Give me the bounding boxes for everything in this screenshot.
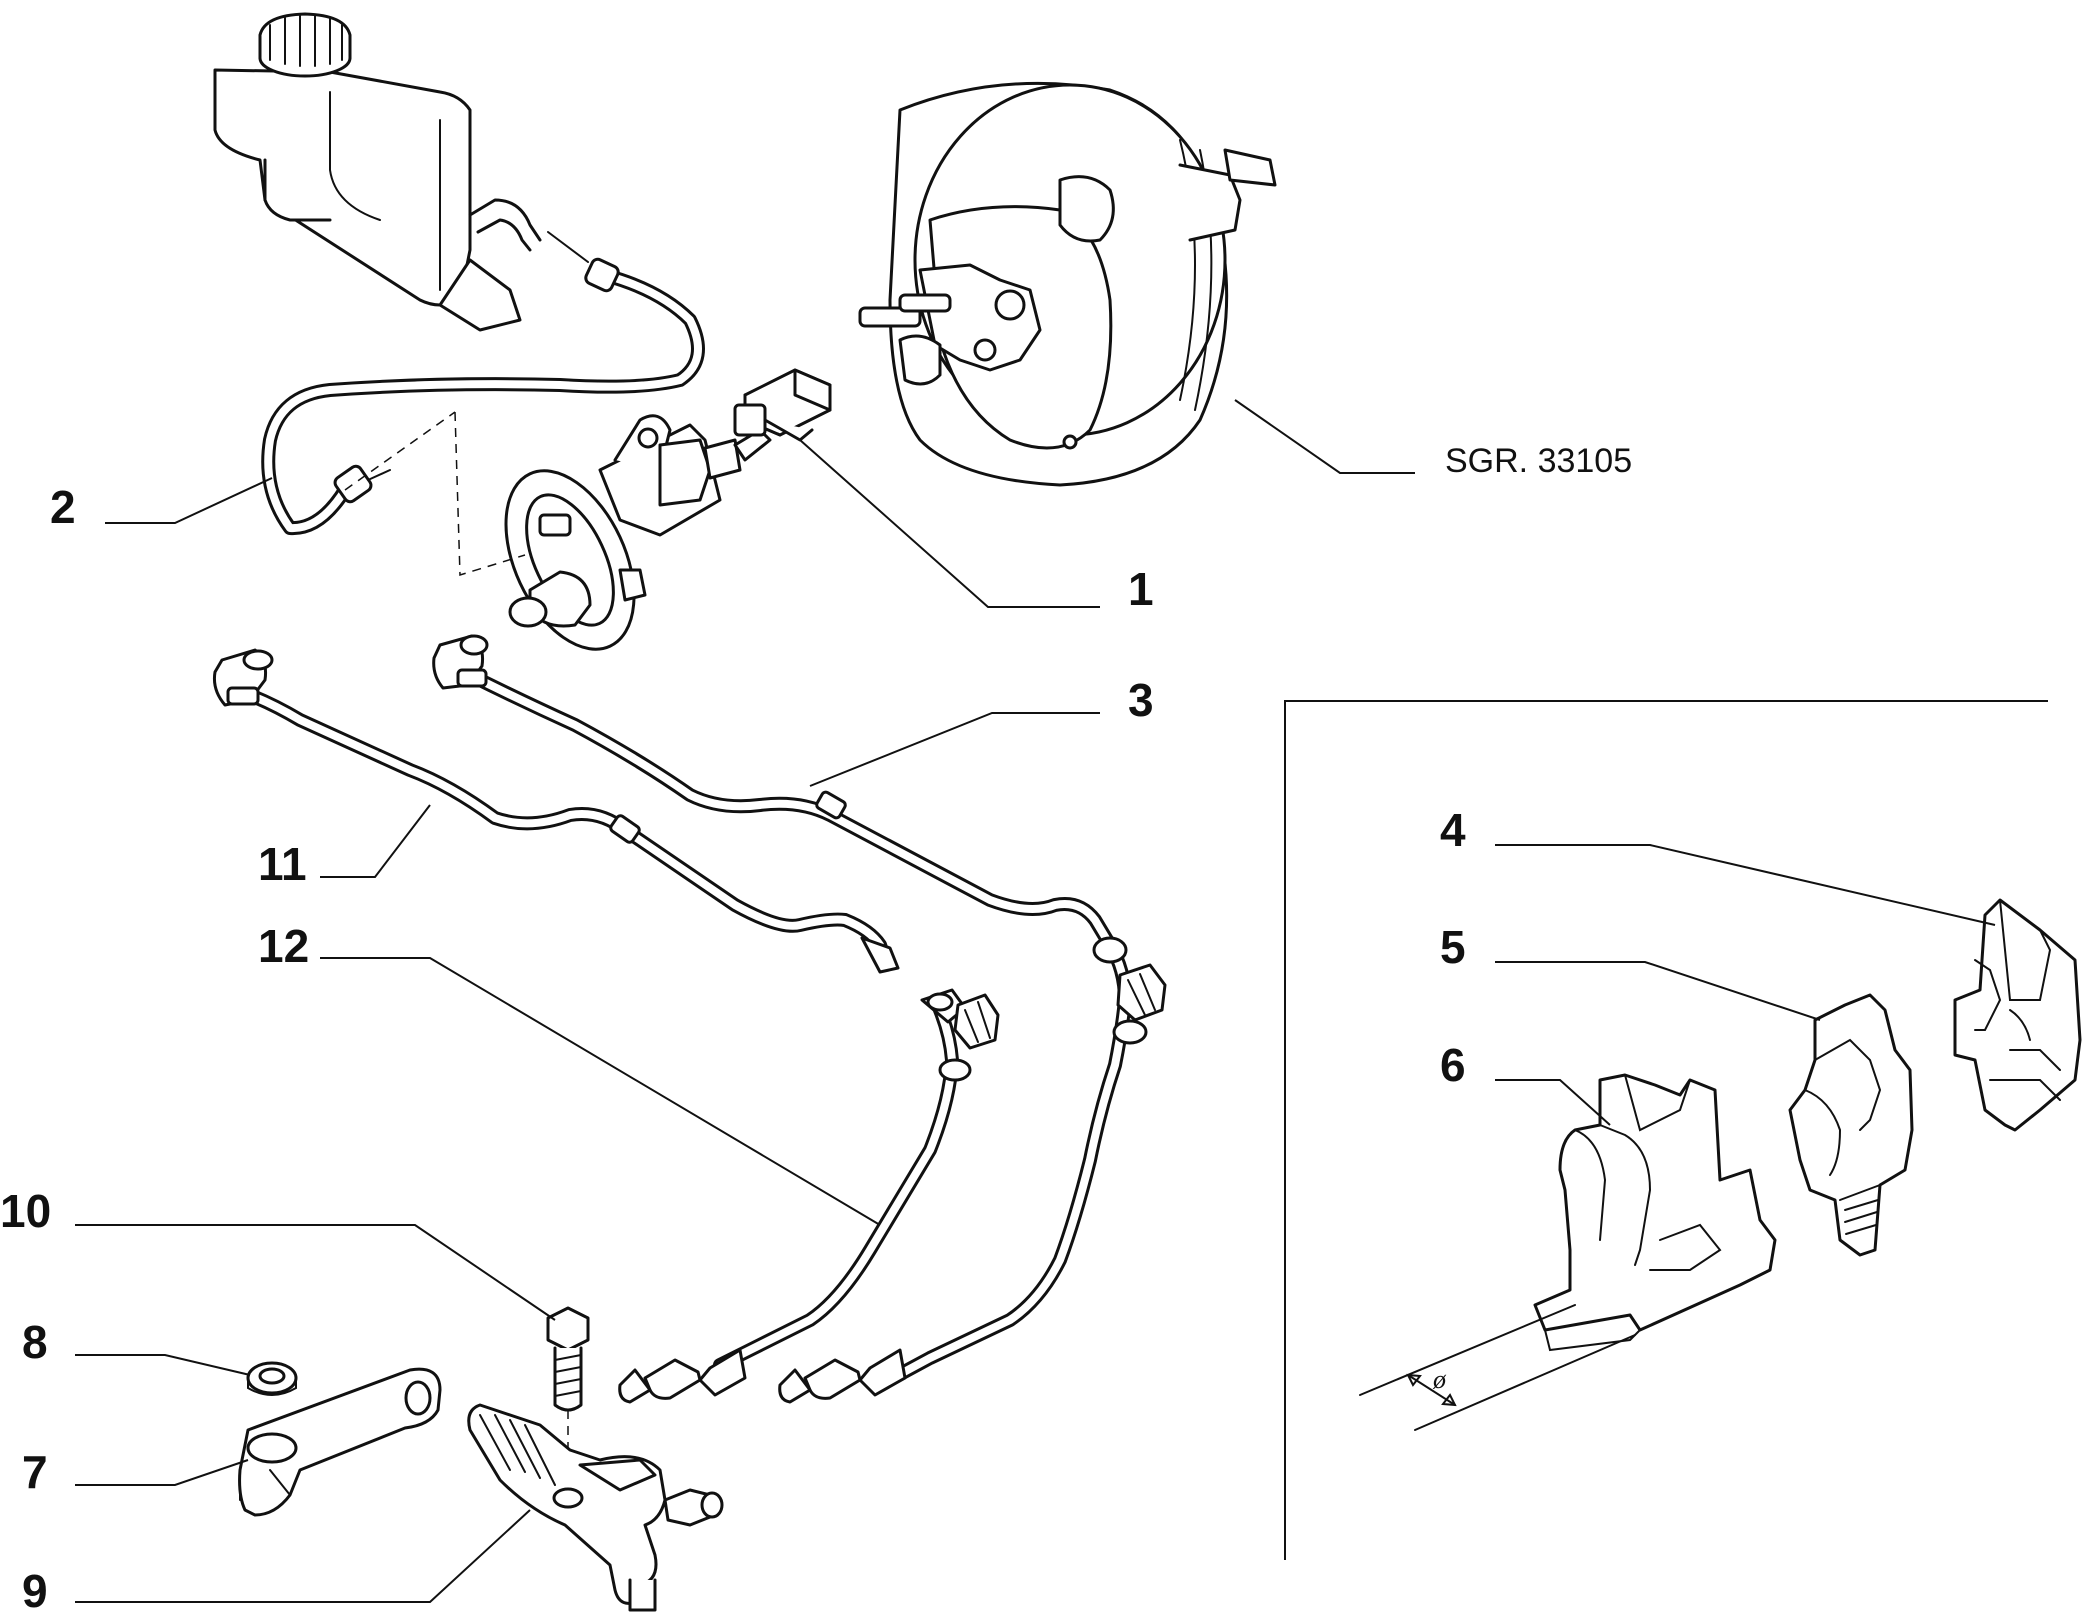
leader-4 (1495, 844, 1996, 926)
leader-2 (105, 477, 273, 524)
callout-4: 4 (1440, 804, 1466, 856)
clip-6 (1533, 1073, 1777, 1352)
leader-3 (809, 712, 1100, 787)
callout-10: 10 (0, 1185, 51, 1237)
hose-2 (261, 231, 705, 536)
pipe-3 (432, 634, 1167, 1404)
callout-6: 6 (1440, 1039, 1466, 1091)
callout-1: 1 (1128, 563, 1154, 615)
leader-10 (75, 1224, 556, 1321)
callout-2: 2 (50, 481, 76, 533)
assembly-dashed-line (344, 411, 526, 577)
clip-4 (1953, 898, 2082, 1132)
leader-12 (320, 957, 881, 1226)
clip-5 (1788, 993, 1914, 1257)
lever-7 (238, 1367, 442, 1517)
leader-11 (320, 804, 431, 878)
reference-label: SGR. 33105 (1445, 442, 1632, 480)
callout-12: 12 (258, 920, 309, 972)
pipe-12 (618, 988, 1000, 1404)
leader-1 (799, 439, 1100, 608)
leader-8 (75, 1354, 251, 1376)
washer-8 (246, 1361, 298, 1396)
callout-8: 8 (22, 1316, 48, 1368)
slave-cylinder-9 (467, 1403, 724, 1612)
diameter-dimension: ø (1359, 1304, 1636, 1431)
bolt-10 (546, 1306, 590, 1412)
callout-5: 5 (1440, 921, 1466, 973)
leader-ref (1234, 399, 1415, 474)
leader-6 (1495, 1079, 1611, 1126)
diameter-symbol: ø (1432, 1365, 1447, 1394)
brake-booster (858, 81, 1277, 487)
callout-3: 3 (1128, 674, 1154, 726)
clutch-master-cylinder (504, 414, 772, 651)
pipe-11 (213, 648, 900, 974)
callout-7: 7 (22, 1446, 48, 1498)
inset-frame (1284, 700, 2048, 1560)
leader-5 (1495, 961, 1821, 1021)
callout-9: 9 (22, 1565, 48, 1617)
fluid-reservoir (213, 12, 542, 332)
clutch-switch (733, 368, 832, 442)
leader-9 (75, 1509, 531, 1603)
leader-7 (75, 1459, 249, 1486)
callout-11: 11 (258, 838, 307, 890)
